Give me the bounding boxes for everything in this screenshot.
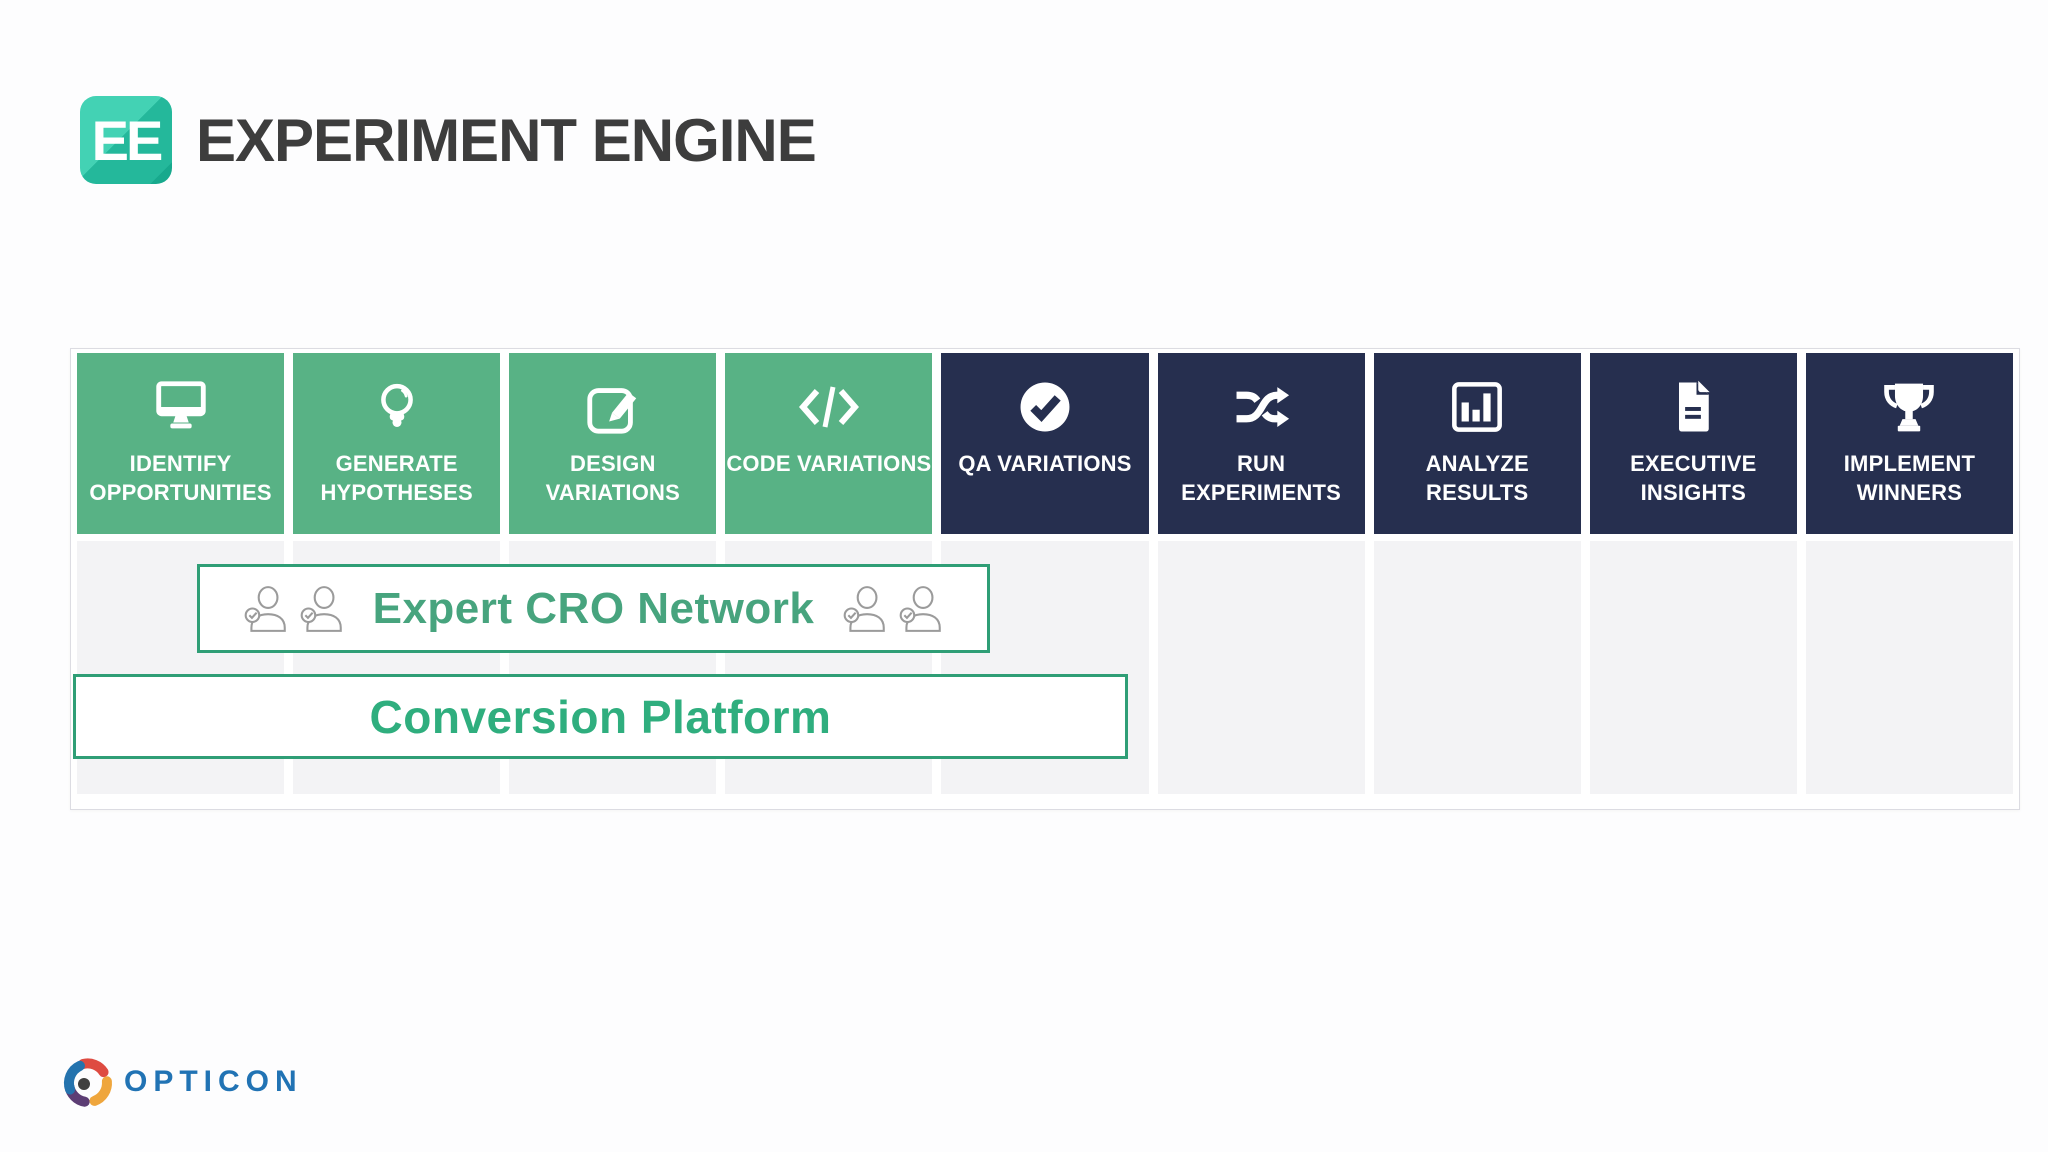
experts-icon-group-left — [241, 582, 347, 636]
step-label: DESIGN VARIATIONS — [545, 451, 680, 506]
person-check-icon — [844, 585, 886, 632]
pipeline-column: RUN EXPERIMENTS — [1157, 353, 1365, 794]
column-track — [1805, 541, 2013, 794]
brand-footer: OPTICON — [62, 1046, 303, 1118]
conversion-platform-label: Conversion Platform — [369, 690, 832, 743]
column-track — [1373, 541, 1581, 794]
check-circle-icon — [1016, 373, 1074, 441]
column-track — [1157, 541, 1365, 794]
column-track — [1589, 541, 1797, 794]
trophy-icon — [1879, 373, 1939, 441]
step-analyze-results: ANALYZE RESULTS — [1373, 353, 1581, 534]
document-icon — [1665, 373, 1721, 441]
monitor-icon — [150, 373, 212, 441]
step-generate-hypotheses: GENERATE HYPOTHESES — [293, 353, 501, 534]
step-code-variations: CODE VARIATIONS — [725, 353, 933, 534]
logo-badge-text: EE — [91, 108, 164, 172]
edit-icon — [582, 373, 644, 441]
step-qa-variations: QA VARIATIONS — [941, 353, 1149, 534]
pipeline-board: IDENTIFY OPPORTUNITIES GENERATE HYPOTHES — [70, 348, 2020, 810]
experts-icon-group-right — [840, 582, 946, 636]
person-check-icon — [900, 585, 942, 632]
bar-chart-icon — [1448, 373, 1506, 441]
step-label: ANALYZE RESULTS — [1425, 451, 1529, 506]
slide-header: EE EXPERIMENT ENGINE — [80, 96, 817, 184]
person-check-icon — [244, 585, 286, 632]
experiment-engine-logo: EE — [80, 96, 172, 184]
step-design-variations: DESIGN VARIATIONS — [509, 353, 717, 534]
code-icon — [797, 373, 861, 441]
expert-cro-network-bar: Expert CRO Network — [197, 564, 990, 653]
step-label: IDENTIFY OPPORTUNITIES — [89, 451, 272, 506]
person-check-icon — [300, 585, 342, 632]
pipeline-column: ANALYZE RESULTS — [1373, 353, 1581, 794]
step-run-experiments: RUN EXPERIMENTS — [1157, 353, 1365, 534]
conversion-platform-bar: Conversion Platform — [73, 674, 1128, 759]
step-implement-winners: IMPLEMENT WINNERS — [1805, 353, 2013, 534]
step-label: IMPLEMENT WINNERS — [1843, 451, 1976, 506]
shuffle-icon — [1229, 373, 1293, 441]
expert-cro-network-label: Expert CRO Network — [372, 583, 815, 633]
pipeline-column: IMPLEMENT WINNERS — [1805, 353, 2013, 794]
step-executive-insights: EXECUTIVE INSIGHTS — [1589, 353, 1797, 534]
page-title: EXPERIMENT ENGINE — [196, 106, 817, 174]
lightbulb-icon — [368, 373, 426, 441]
step-label: QA VARIATIONS — [958, 451, 1132, 476]
step-label: EXECUTIVE INSIGHTS — [1630, 451, 1757, 506]
step-label: CODE VARIATIONS — [726, 451, 932, 476]
step-label: GENERATE HYPOTHESES — [320, 451, 473, 506]
step-label: RUN EXPERIMENTS — [1181, 451, 1342, 506]
step-identify-opportunities: IDENTIFY OPPORTUNITIES — [77, 353, 285, 534]
opticon-logo-mark — [63, 1058, 112, 1107]
pipeline-column: EXECUTIVE INSIGHTS — [1589, 353, 1797, 794]
brand-name: OPTICON — [124, 1065, 303, 1098]
